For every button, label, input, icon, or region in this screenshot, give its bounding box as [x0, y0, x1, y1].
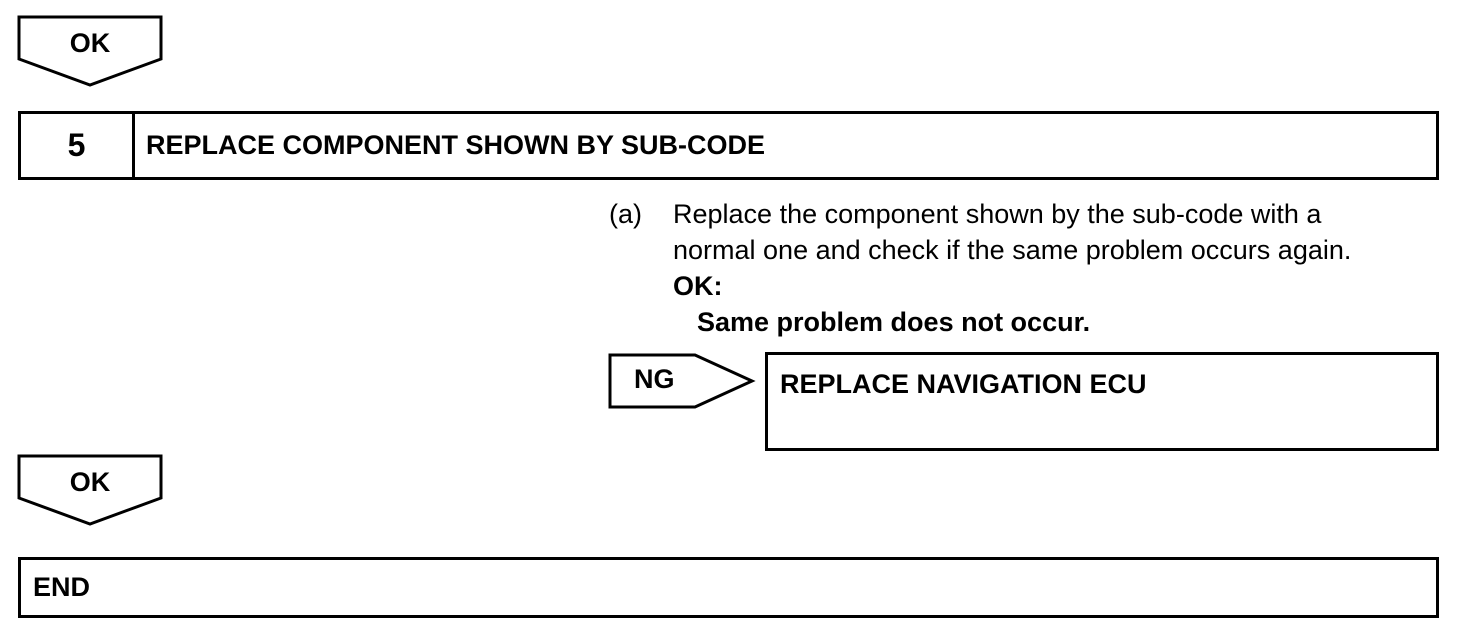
ng-result-box: REPLACE NAVIGATION ECU — [765, 352, 1439, 451]
instruction-block: (a) Replace the component shown by the s… — [609, 196, 1351, 340]
instruction-line-1: Replace the component shown by the sub-c… — [673, 199, 1322, 229]
ok-arrow-top-label: OK — [69, 28, 111, 58]
end-box: END — [18, 557, 1439, 618]
end-text: END — [33, 572, 91, 602]
ok-criteria-label: OK: — [673, 271, 723, 301]
step-number: 5 — [21, 114, 135, 177]
ok-arrow-bottom-shape — [17, 454, 163, 526]
ok-criteria-value: Same problem does not occur. — [697, 307, 1091, 337]
ok-arrow-bottom-label: OK — [69, 467, 111, 497]
step-5-box: 5 REPLACE COMPONENT SHOWN BY SUB-CODE — [18, 111, 1439, 180]
ng-arrow-label: NG — [634, 364, 675, 394]
instruction-marker: (a) — [609, 199, 642, 229]
ok-arrow-top-shape — [17, 15, 163, 87]
instruction-line-2: normal one and check if the same problem… — [673, 235, 1352, 265]
step-title: REPLACE COMPONENT SHOWN BY SUB-CODE — [146, 130, 766, 160]
ng-result-text: REPLACE NAVIGATION ECU — [780, 369, 1147, 399]
ng-arrow-shape — [608, 353, 756, 409]
